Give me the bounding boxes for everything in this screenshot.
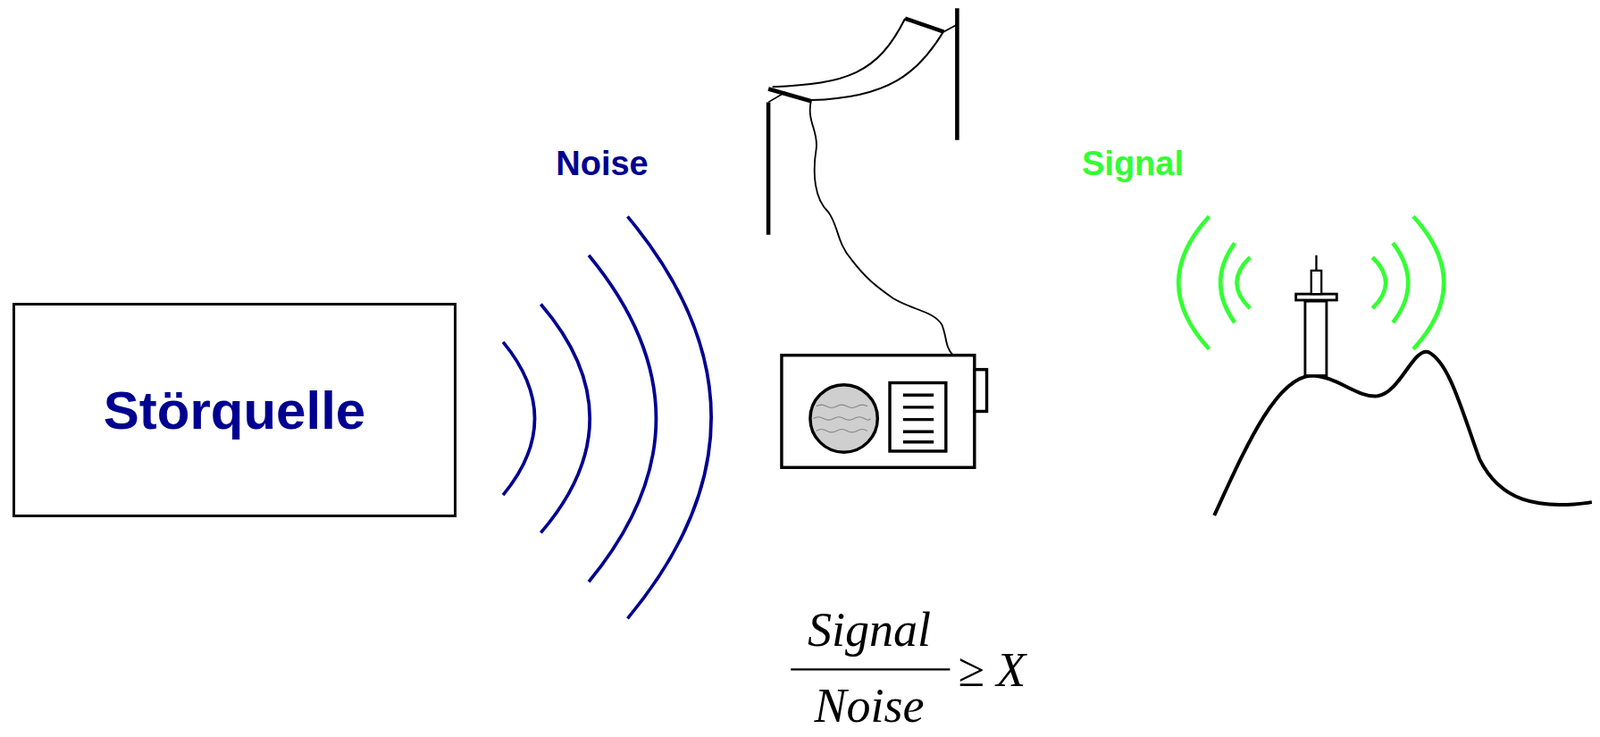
noise-waves xyxy=(502,216,712,619)
fraction-bar xyxy=(790,668,950,671)
formula-threshold: ≥ X xyxy=(957,642,1026,698)
node-text: Störquelle xyxy=(103,379,366,442)
formula-denominator: Noise xyxy=(813,678,924,734)
signal-waves xyxy=(1178,216,1444,349)
signal-label: Signal xyxy=(1081,144,1184,184)
formula-numerator: Signal xyxy=(807,602,931,658)
radio xyxy=(781,355,988,469)
source-box: Störquelle xyxy=(12,302,457,518)
noise-label: Noise xyxy=(555,144,648,184)
antenna xyxy=(768,8,957,355)
transmitter-mountain xyxy=(1214,255,1592,516)
